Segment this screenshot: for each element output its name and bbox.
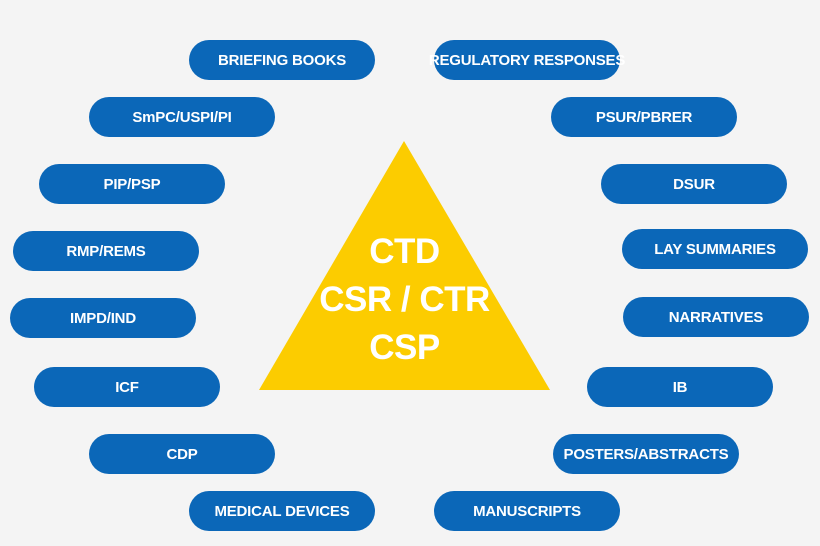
- pill-briefing-books: BRIEFING BOOKS: [189, 40, 375, 80]
- pill-ib: IB: [587, 367, 773, 407]
- center-line-csr-ctr: CSR / CTR: [319, 280, 490, 319]
- pill-posters-abstracts: POSTERS/ABSTRACTS: [553, 434, 739, 474]
- pill-dsur: DSUR: [601, 164, 787, 204]
- pill-narratives: NARRATIVES: [623, 297, 809, 337]
- pill-lay-summaries: LAY SUMMARIES: [622, 229, 808, 269]
- pill-rmp-rems: RMP/REMS: [13, 231, 199, 271]
- pill-cdp: CDP: [89, 434, 275, 474]
- triangle-shape: [259, 141, 550, 390]
- pill-regulatory-responses: REGULATORY RESPONSES: [429, 40, 625, 80]
- pill-smpc-uspi-pi: SmPC/USPI/PI: [89, 97, 275, 137]
- pill-psur-pbrer: PSUR/PBRER: [551, 97, 737, 137]
- pill-medical-devices: MEDICAL DEVICES: [189, 491, 375, 531]
- pill-pip-psp: PIP/PSP: [39, 164, 225, 204]
- pill-icf: ICF: [34, 367, 220, 407]
- pill-impd-ind: IMPD/IND: [10, 298, 196, 338]
- center-line-csp: CSP: [369, 328, 440, 367]
- pill-manuscripts: MANUSCRIPTS: [434, 491, 620, 531]
- center-line-ctd: CTD: [369, 232, 440, 271]
